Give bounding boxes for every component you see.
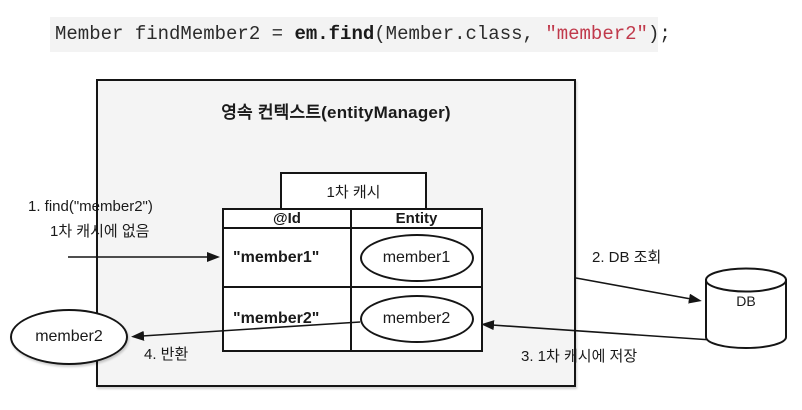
step1-label-line1: 1. find("member2") <box>28 198 153 215</box>
table-row-member1-id: "member1" <box>224 229 352 288</box>
cache-table: @Id Entity "member1" member1 "member2" m… <box>222 208 483 352</box>
code-snippet: Member findMember2 = em.find(Member.clas… <box>55 17 671 52</box>
first-level-cache-label: 1차 캐시 <box>326 183 381 201</box>
table-header-entity: Entity <box>352 210 481 229</box>
table-row-member2-id: "member2" <box>224 288 352 350</box>
returned-member2-label: member2 <box>35 328 103 345</box>
table-row-member2-entity-cell: member2 <box>352 288 481 350</box>
step4-label: 4. 반환 <box>144 346 189 363</box>
member2-entity-label: member2 <box>382 310 451 327</box>
step1-label-line2: 1차 캐시에 없음 <box>50 223 150 240</box>
persistence-context-title: 영속 컨텍스트(entityManager) <box>221 103 451 122</box>
first-level-cache-label-box: 1차 캐시 <box>280 172 427 208</box>
returned-member2-ellipse: member2 <box>10 309 128 365</box>
member1-entity-ellipse: member1 <box>359 233 474 282</box>
step3-label: 3. 1차 캐시에 저장 <box>521 348 638 365</box>
database-label: DB <box>736 293 756 309</box>
code-pre: Member findMember2 = <box>55 23 295 45</box>
table-row-member1-entity-cell: member1 <box>352 229 481 288</box>
step2-arrow <box>575 277 702 304</box>
step2-label: 2. DB 조회 <box>592 249 662 266</box>
code-post: ); <box>647 23 671 45</box>
table-header-id: @Id <box>224 210 352 229</box>
code-method-call: em.find <box>294 23 375 45</box>
code-snippet-background: Member findMember2 = em.find(Member.clas… <box>50 17 671 52</box>
member1-entity-label: member1 <box>382 248 451 266</box>
member2-entity-ellipse: member2 <box>359 295 474 343</box>
code-mid: (Member.class, <box>374 23 546 45</box>
code-string-literal: "member2" <box>545 23 648 45</box>
